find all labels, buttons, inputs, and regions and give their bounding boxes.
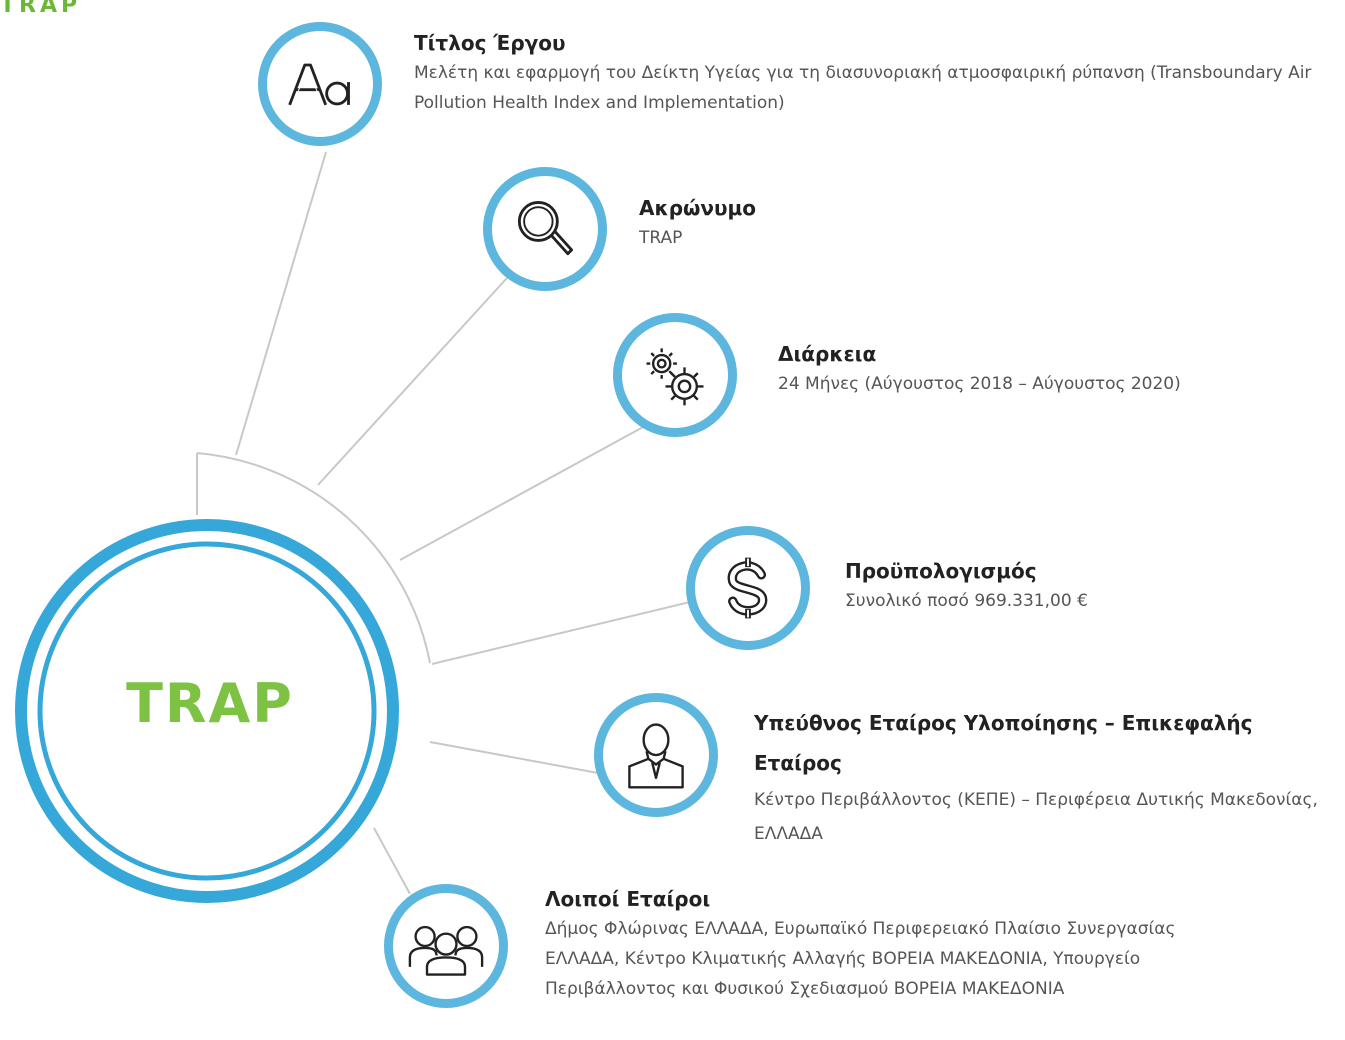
lead-partner-heading: Υπεύθνος Εταίρος Υλοποίησης – Επικεφαλής… bbox=[754, 711, 1253, 775]
brand-logo: TRAP bbox=[0, 0, 82, 18]
magnifier-icon bbox=[517, 200, 574, 256]
duration-heading: Διάρκεια bbox=[778, 342, 877, 366]
partners-node bbox=[384, 884, 508, 1008]
title-description: Μελέτη και εφαρμογή του Δείκτη Υγείας γι… bbox=[414, 63, 1312, 113]
connector-lead bbox=[429, 741, 599, 774]
duration-description: 24 Μήνες (Αύγουστος 2018 – Αύγουστος 202… bbox=[778, 374, 1181, 394]
connector-budget bbox=[431, 601, 691, 665]
connector-acronym bbox=[317, 277, 508, 486]
duration-info: Διάρκεια 24 Μήνες (Αύγουστος 2018 – Αύγο… bbox=[778, 339, 1338, 399]
title-heading: Τίτλος Έργου bbox=[414, 31, 566, 55]
budget-info: Προϋπολογισμός Συνολικό ποσό 969.331,00 … bbox=[845, 556, 1325, 616]
outer-arc bbox=[196, 452, 431, 664]
font-letters-icon bbox=[288, 63, 350, 106]
partners-info: Λοιποί Εταίροι Δήμος Φλώρινας ΕΛΛΑΔΑ, Ευ… bbox=[545, 884, 1245, 1004]
acronym-heading: Ακρώνυμο bbox=[639, 196, 756, 220]
connector-duration bbox=[399, 425, 646, 561]
title-info: Τίτλος Έργου Μελέτη και εφαρμογή του Δεί… bbox=[414, 28, 1344, 118]
budget-description: Συνολικό ποσό 969.331,00 € bbox=[845, 591, 1088, 611]
acronym-description: TRAP bbox=[639, 228, 683, 248]
acronym-info: Ακρώνυμο TRAP bbox=[639, 193, 1039, 253]
duration-node bbox=[613, 313, 737, 437]
center-inner-ring bbox=[37, 541, 377, 881]
gears-icon bbox=[646, 348, 704, 406]
connector-title bbox=[235, 151, 327, 456]
lead-partner-node bbox=[594, 693, 718, 817]
connector-partners bbox=[373, 827, 411, 895]
dollar-icon bbox=[727, 557, 768, 619]
partners-description: Δήμος Φλώρινας ΕΛΛΑΔΑ, Ευρωπαϊκό Περιφερ… bbox=[545, 919, 1176, 999]
person-icon bbox=[628, 723, 684, 789]
partners-heading: Λοιποί Εταίροι bbox=[545, 887, 711, 911]
lead-partner-description: Κέντρο Περιβάλλοντος (ΚΕΠΕ) – Περιφέρεια… bbox=[754, 790, 1318, 844]
center-title: TRAP bbox=[126, 672, 294, 735]
acronym-node bbox=[483, 167, 607, 291]
title-node bbox=[258, 22, 382, 146]
lead-partner-info: Υπεύθνος Εταίρος Υλοποίησης – Επικεφαλής… bbox=[754, 703, 1339, 851]
group-icon bbox=[408, 925, 484, 976]
budget-node bbox=[686, 526, 810, 650]
budget-heading: Προϋπολογισμός bbox=[845, 559, 1037, 583]
